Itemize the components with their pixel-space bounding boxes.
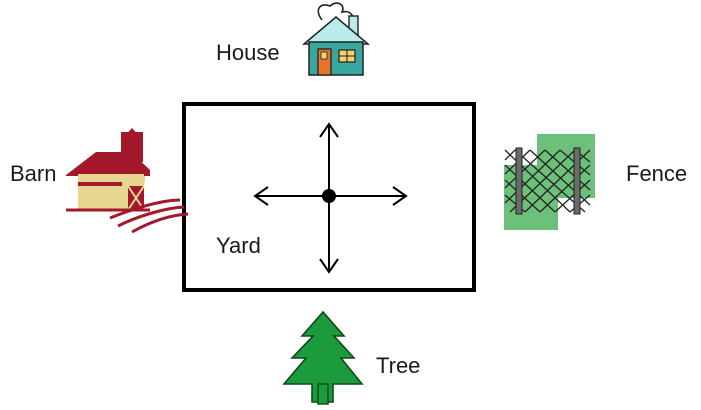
yard-box [182, 102, 476, 292]
yard-center-dot [322, 189, 336, 203]
barn-label: Barn [10, 161, 56, 186]
house-label: House [216, 40, 280, 65]
fence-label: Fence [626, 161, 687, 186]
tree-label: Tree [376, 353, 420, 378]
house-icon [301, 2, 371, 76]
barn-icon [66, 128, 189, 234]
tree-icon [282, 310, 364, 405]
fence-icon [504, 134, 595, 230]
yard-label: Yard [216, 233, 261, 258]
